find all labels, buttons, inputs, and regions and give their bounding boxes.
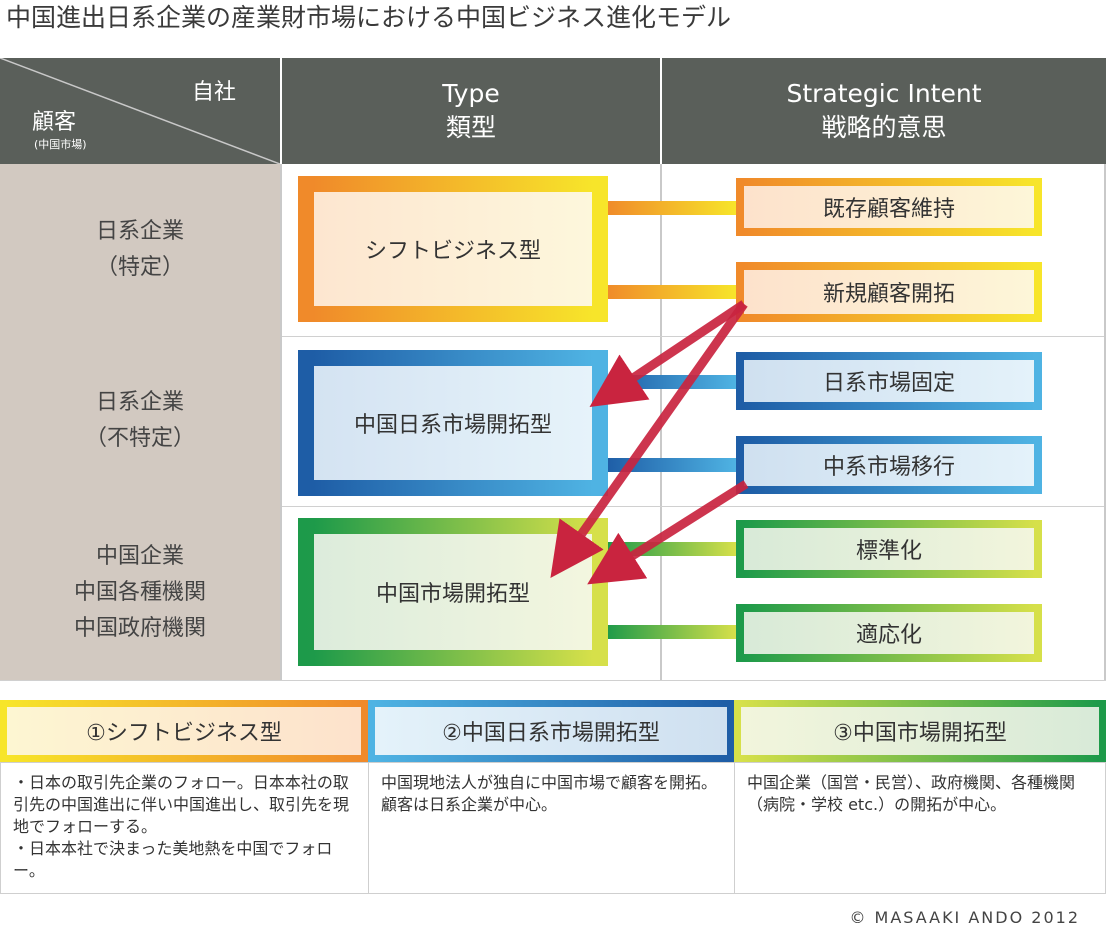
row-divider [282,336,1104,337]
intent-box: 日系市場固定 [736,352,1042,410]
page-title: 中国進出日系企業の産業財市場における中国ビジネス進化モデル [6,3,732,32]
customer-row-3: 中国企業 中国各種機関 中国政府機関 [0,506,280,680]
type-box-china-japanese-market: 中国日系市場開拓型 [298,350,608,496]
header-corner-cell: 自社 顧客 (中国市場) [0,58,280,164]
legend-description-1: ・日本の取引先企業のフォロー。日本本社の取引先の中国進出に伴い中国進出し、取引先… [0,762,369,894]
customer-line: 中国企業 [95,544,184,569]
column-divider [280,164,282,680]
column-divider [660,164,662,680]
type-heading-en: Type [442,79,500,108]
connector-bar [606,542,736,556]
intent-box: 既存顧客維持 [736,178,1042,236]
customer-line: （不特定） [84,426,195,451]
own-company-label: 自社 [192,80,237,105]
type-box-shift-business: シフトビジネス型 [298,176,608,322]
legend-heading-2: ②中国日系市場開拓型 [368,700,734,762]
customer-label: 顧客 [32,110,77,135]
intent-box: 新規顧客開拓 [736,262,1042,322]
customer-row-1: 日系企業 （特定） [0,164,280,336]
customer-line: 日系企業 [95,390,184,415]
connector-bar [606,201,736,215]
connector-bar [606,458,736,472]
arrow-to-china-market-2 [587,480,749,585]
connector-bar [606,375,736,389]
header-type-cell: Type 類型 [282,58,660,164]
header-intent-cell: Strategic Intent 戦略的意思 [662,58,1106,164]
customer-line: （特定） [95,255,184,280]
column-divider [1104,164,1106,680]
row-divider [0,680,1106,681]
copyright: © MASAAKI ANDO 2012 [849,908,1080,927]
customer-line: 日系企業 [95,219,184,244]
customer-note: (中国市場) [34,138,87,151]
connector-bar [606,285,736,299]
corner-diagonal-line [0,58,280,164]
legend-description-3: 中国企業（国営・民営）、政府機関、各種機関（病院・学校 etc.）の開拓が中心。 [734,762,1106,894]
intent-box: 標準化 [736,520,1042,578]
intent-heading-ja: 戦略的意思 [821,113,947,142]
connector-bar [606,625,736,639]
customer-line: 中国政府機関 [73,616,206,641]
intent-box: 中系市場移行 [736,436,1042,494]
type-heading-ja: 類型 [445,113,496,142]
customer-row-2: 日系企業 （不特定） [0,336,280,506]
customer-column [0,164,280,680]
legend-heading-3: ③中国市場開拓型 [734,700,1106,762]
intent-heading-en: Strategic Intent [786,79,982,108]
customer-line: 中国各種機関 [73,580,206,605]
legend-heading-1: ①シフトビジネス型 [0,700,368,762]
row-divider [282,506,1104,507]
legend-description-2: 中国現地法人が独自に中国市場で顧客を開拓。顧客は日系企業が中心。 [368,762,735,894]
type-box-china-market: 中国市場開拓型 [298,518,608,666]
intent-box: 適応化 [736,604,1042,662]
